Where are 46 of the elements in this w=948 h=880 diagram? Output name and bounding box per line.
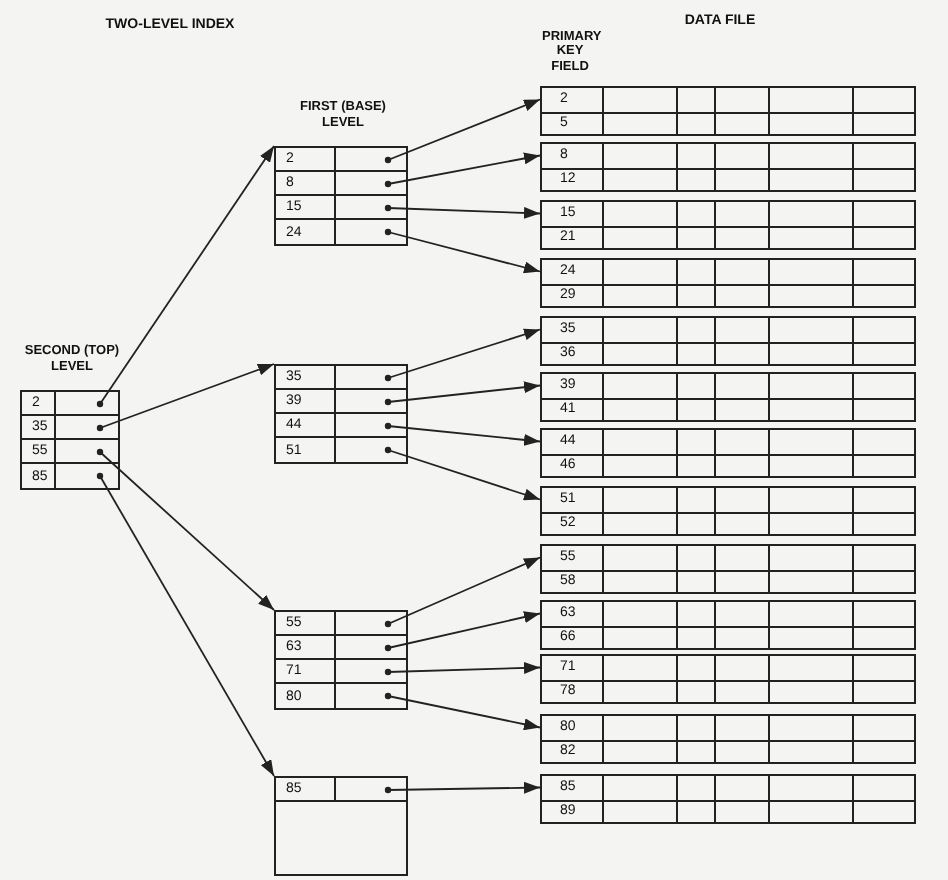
pointer-arrow: [96, 145, 275, 408]
index-entry-row: [276, 612, 406, 636]
data-block: [540, 316, 916, 366]
index-entry-row: [276, 366, 406, 390]
data-block: [540, 714, 916, 764]
index-entry-row: [276, 414, 406, 438]
data-block: [540, 428, 916, 478]
index-entry-row: [276, 660, 406, 684]
index-block: [274, 776, 408, 876]
data-block: [540, 544, 916, 594]
pointer-arrow: [384, 662, 541, 676]
index-entry-row: [22, 440, 118, 464]
pointer-arrow: [384, 98, 541, 164]
pointer-arrow: [96, 363, 275, 432]
data-block: [540, 774, 916, 824]
index-entry-row: [276, 636, 406, 660]
index-entry-row: [22, 416, 118, 440]
index-entry-row: [22, 392, 118, 416]
data-block: [540, 200, 916, 250]
pointer-arrow: [384, 381, 541, 406]
index-entry-row: [276, 172, 406, 196]
data-block: [540, 600, 916, 650]
index-entry-row: [276, 148, 406, 172]
pointer-arrow: [384, 152, 541, 188]
pointer-arrow: [96, 448, 275, 611]
data-block: [540, 372, 916, 422]
index-entry-row: [276, 778, 406, 802]
pointer-arrow: [384, 611, 541, 652]
pointer-arrow: [384, 446, 541, 501]
data-block: [540, 258, 916, 308]
pointer-arrow: [384, 204, 541, 219]
data-block: [540, 142, 916, 192]
index-block: [274, 610, 408, 710]
pointer-arrow: [384, 781, 541, 794]
data-block: [540, 86, 916, 136]
index-block: [274, 364, 408, 464]
pointer-arrow: [384, 228, 541, 274]
index-entry-row: [276, 390, 406, 414]
data-block: [540, 654, 916, 704]
pointer-arrow: [96, 472, 275, 777]
pointer-arrow: [384, 328, 541, 382]
index-entry-row: [276, 196, 406, 220]
data-block: [540, 486, 916, 536]
pointer-arrow: [384, 692, 541, 731]
pointer-arrow: [384, 422, 541, 446]
pointer-arrow: [384, 556, 541, 628]
